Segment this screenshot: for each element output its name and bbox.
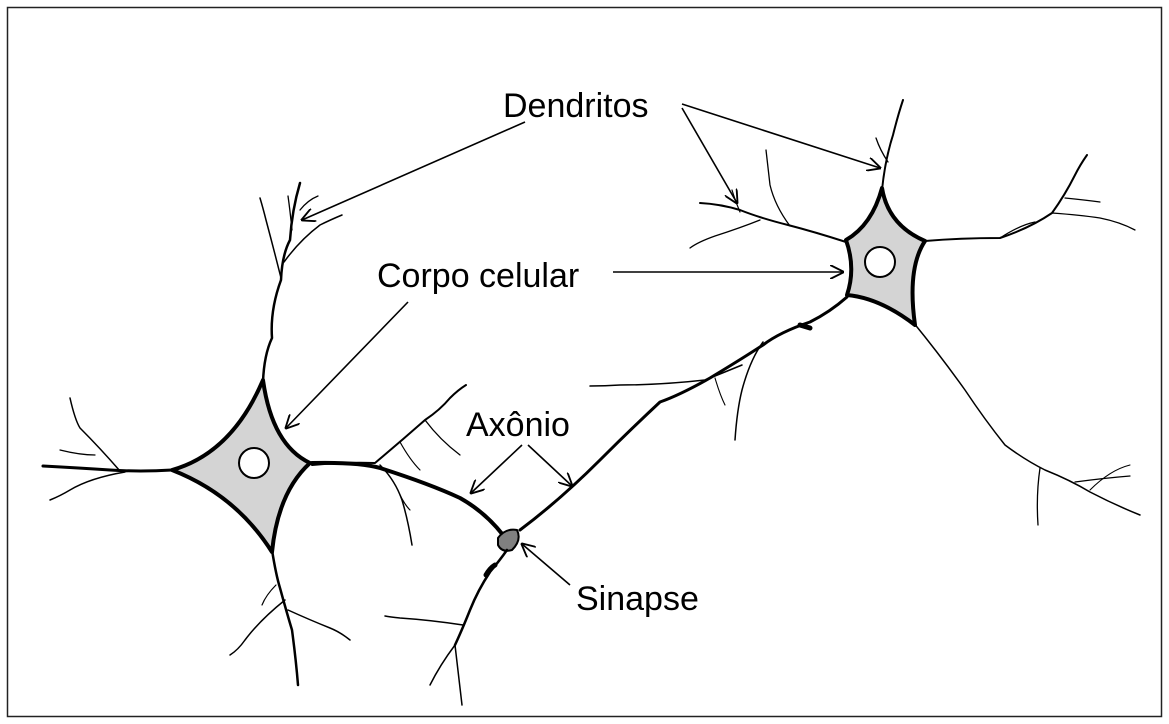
axon-label: Axônio [466, 406, 570, 444]
synapse-label: Sinapse [576, 580, 699, 618]
left-nucleus [239, 448, 269, 478]
cell-body-label: Corpo celular [377, 257, 579, 295]
right-nucleus [865, 247, 895, 277]
dendrites-label: Dendritos [503, 87, 649, 125]
